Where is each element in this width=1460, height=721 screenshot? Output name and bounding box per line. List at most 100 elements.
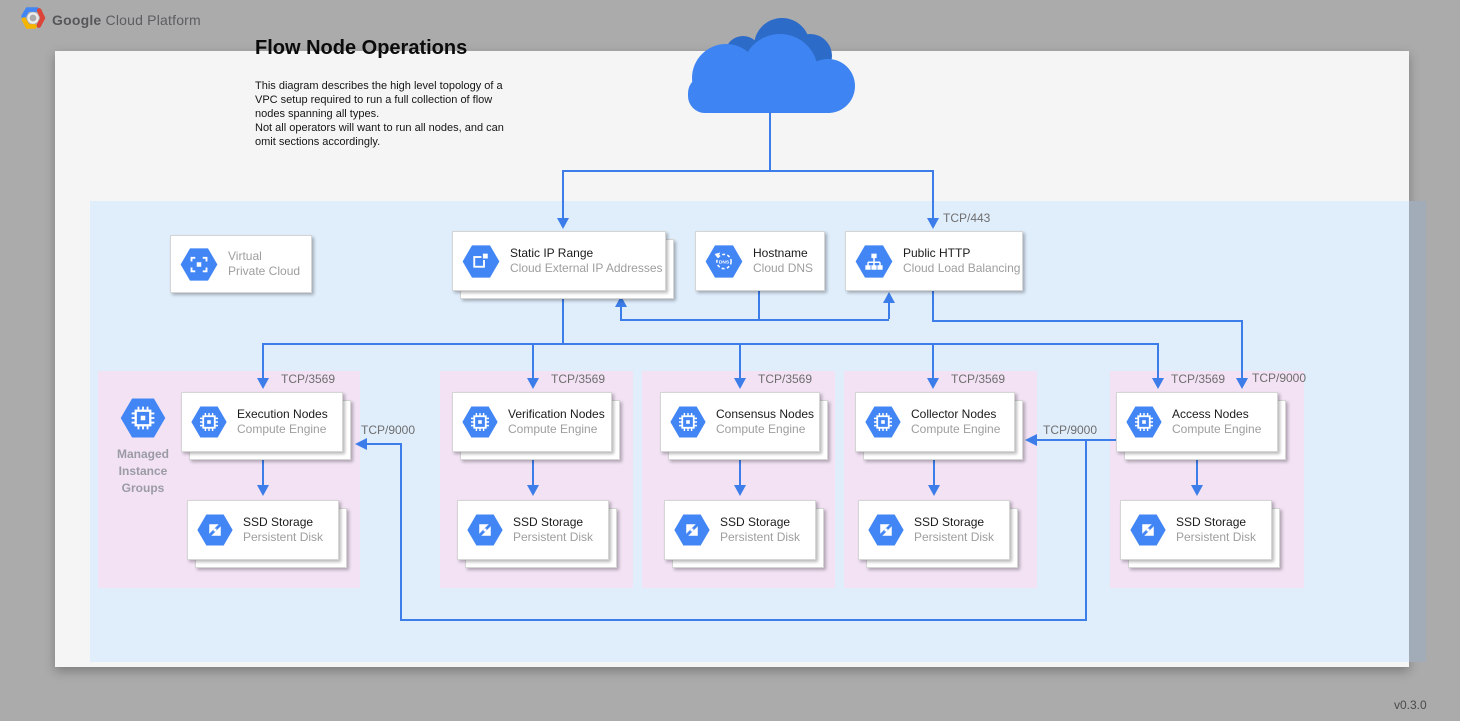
description-line: This diagram describes the high level to… (255, 80, 503, 92)
connector-line (769, 112, 771, 171)
managed-instance-groups-label: Managed Instance Groups (101, 446, 185, 497)
arrowhead (355, 438, 367, 450)
card-access-nodes: Access Nodes Compute Engine (1116, 392, 1278, 452)
card-ssd-storage-verification: SSD Storage Persistent Disk (457, 500, 609, 560)
arrowhead (1025, 434, 1037, 446)
compute-engine-icon (462, 406, 498, 438)
card-title: Verification Nodes (508, 407, 605, 421)
version-label: v0.3.0 (1394, 698, 1427, 712)
connector-line (758, 291, 760, 321)
persistent-disk-icon (674, 514, 710, 546)
vpc-region-overflow (1409, 201, 1426, 662)
card-subtitle: Persistent Disk (243, 530, 324, 544)
card-public-http: Public HTTP Cloud Load Balancing (845, 231, 1023, 291)
card-title: Hostname (753, 246, 808, 260)
card-subtitle: Cloud External IP Addresses (510, 261, 663, 275)
mig-label-line: Managed (116, 447, 169, 461)
card-static-ip-range: Static IP Range Cloud External IP Addres… (452, 231, 666, 291)
internet-cloud-icon (688, 18, 855, 113)
arrowhead (927, 378, 939, 389)
arrowhead (928, 485, 940, 496)
arrowhead (527, 485, 539, 496)
compute-engine-icon (191, 406, 227, 438)
description-line: Not all operators will want to run all n… (255, 122, 504, 134)
card-title: Collector Nodes (911, 407, 997, 421)
card-subtitle: Cloud DNS (753, 261, 814, 275)
card-ssd-storage-consensus: SSD Storage Persistent Disk (664, 500, 816, 560)
persistent-disk-icon (868, 514, 904, 546)
arrowhead (927, 218, 939, 229)
port-label-collector-9000: TCP/9000 (1043, 423, 1098, 437)
card-subtitle: Persistent Disk (1176, 530, 1257, 544)
cloud-dns-icon: DNS (705, 245, 743, 278)
port-label-https: TCP/443 (943, 211, 991, 225)
page-title: Flow Node Operations (255, 37, 468, 59)
page-description: This diagram describes the high level to… (255, 79, 545, 149)
connector-line (532, 454, 534, 485)
card-title: SSD Storage (513, 515, 584, 529)
arrowhead (257, 378, 269, 389)
connector-line (932, 291, 934, 320)
card-title: Virtual (228, 249, 262, 263)
connector-line (532, 345, 534, 378)
port-label-verification: TCP/3569 (551, 372, 606, 386)
card-title: Public HTTP (903, 246, 971, 260)
arrowhead (615, 296, 627, 307)
connector-line (367, 443, 400, 445)
connector-line (262, 454, 264, 485)
card-execution-nodes: Execution Nodes Compute Engine (181, 392, 343, 452)
connector-line (1085, 441, 1087, 620)
card-hostname: DNS Hostname Cloud DNS (695, 231, 825, 291)
card-subtitle: Private Cloud (228, 264, 301, 278)
card-subtitle: Compute Engine (237, 422, 327, 436)
persistent-disk-icon (197, 514, 233, 546)
card-ssd-storage-collector: SSD Storage Persistent Disk (858, 500, 1010, 560)
brand-google: Google (52, 12, 102, 28)
arrowhead (1191, 485, 1203, 496)
vpc-icon (180, 248, 218, 281)
card-subtitle: Compute Engine (508, 422, 598, 436)
port-label-execution: TCP/3569 (281, 372, 336, 386)
card-title: SSD Storage (914, 515, 985, 529)
arrowhead (883, 292, 895, 303)
connector-line (262, 345, 264, 378)
managed-instance-group-icon (120, 398, 166, 438)
connector-line (400, 619, 1087, 621)
card-title: Access Nodes (1172, 407, 1249, 421)
arrowhead (1236, 378, 1248, 389)
brand-cloud-platform: Cloud Platform (101, 12, 201, 28)
compute-engine-icon (1126, 406, 1162, 438)
connector-line (1037, 439, 1117, 441)
connector-line (932, 172, 934, 218)
card-title: SSD Storage (243, 515, 314, 529)
card-virtual-private-cloud: Virtual Private Cloud (170, 235, 312, 293)
card-title: Execution Nodes (237, 407, 328, 421)
port-label-access-9000: TCP/9000 (1252, 371, 1307, 385)
mig-label-line: Groups (121, 481, 165, 495)
persistent-disk-icon (1130, 514, 1166, 546)
mig-label-line: Instance (118, 464, 168, 478)
card-ssd-storage-execution: SSD Storage Persistent Disk (187, 500, 339, 560)
port-label-execution-9000: TCP/9000 (361, 423, 416, 437)
card-subtitle: Cloud Load Balancing (903, 261, 1021, 275)
card-subtitle: Persistent Disk (513, 530, 594, 544)
port-label-access: TCP/3569 (1171, 372, 1226, 386)
connector-line (739, 454, 741, 485)
card-consensus-nodes: Consensus Nodes Compute Engine (660, 392, 820, 452)
arrowhead (1152, 378, 1164, 389)
arrowhead (257, 485, 269, 496)
connector-line (620, 319, 889, 321)
arrowhead (557, 218, 569, 229)
connector-line (888, 302, 890, 319)
card-subtitle: Persistent Disk (914, 530, 995, 544)
connector-line (739, 345, 741, 378)
connector-line (932, 345, 934, 378)
card-title: SSD Storage (1176, 515, 1247, 529)
arrowhead (734, 485, 746, 496)
description-line: VPC setup required to run a full collect… (255, 94, 493, 106)
connector-line (262, 343, 1159, 345)
connector-line (400, 443, 402, 619)
connector-line (620, 306, 622, 319)
brand-text: Google Cloud Platform (52, 12, 201, 28)
